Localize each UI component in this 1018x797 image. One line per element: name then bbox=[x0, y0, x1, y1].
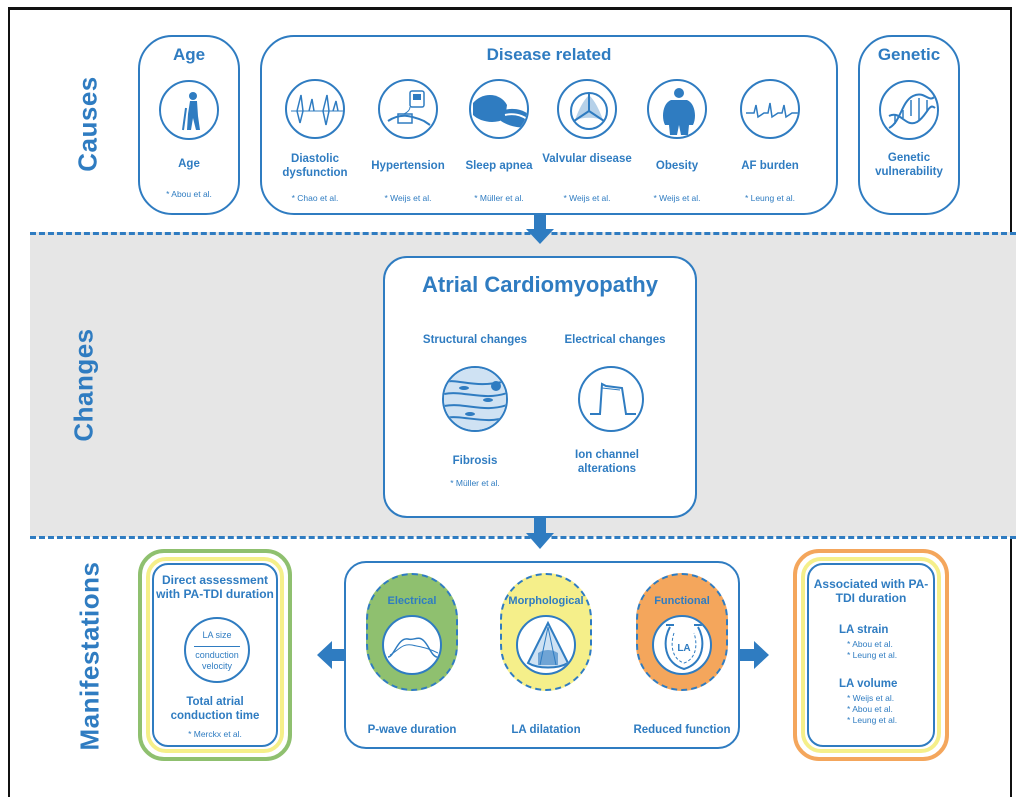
disease-label-2: Sleep apnea bbox=[465, 160, 533, 172]
la-dilatation-label: LA dilatation bbox=[511, 724, 581, 736]
row-label-changes: Changes bbox=[68, 328, 99, 442]
genetic-box: Genetic Genetic vulnerability bbox=[858, 35, 960, 215]
action-potential-icon bbox=[578, 366, 644, 432]
genetic-title: Genetic bbox=[877, 45, 941, 64]
dna-icon bbox=[879, 80, 939, 140]
disease-ref-2: * Müller et al. bbox=[474, 193, 524, 203]
disease-title: Disease related bbox=[486, 45, 612, 64]
fraction-top: LA size bbox=[202, 630, 232, 640]
morphological-oval: Morphological bbox=[500, 573, 592, 691]
age-box: Age Age * Abou et al. bbox=[138, 35, 240, 215]
fibrosis-icon bbox=[442, 366, 508, 432]
age-ref: * Abou et al. bbox=[166, 189, 212, 199]
associated-outer: Associated with PA-TDI duration LA strai… bbox=[793, 549, 949, 761]
left-arrow-icon bbox=[317, 641, 350, 669]
diastolic-echo-icon bbox=[285, 79, 345, 139]
down-arrow-icon bbox=[526, 215, 554, 244]
associated-title: Associated with PA-TDI duration bbox=[813, 577, 929, 605]
disease-label-1: Hypertension bbox=[371, 160, 445, 172]
direct-assessment-outer: Direct assessment with PA-TDI duration L… bbox=[138, 549, 292, 761]
la-function-icon: LA bbox=[652, 615, 712, 675]
fibrosis-ref: * Müller et al. bbox=[450, 478, 500, 488]
direct-ref: * Merckx et al. bbox=[188, 729, 242, 739]
disease-label-3: Valvular disease bbox=[542, 153, 632, 165]
disease-label-4: Obesity bbox=[655, 160, 699, 172]
down-arrow-icon bbox=[526, 518, 554, 549]
right-arrow-icon bbox=[740, 641, 769, 669]
reduced-function-label: Reduced function bbox=[633, 724, 731, 736]
age-title: Age bbox=[172, 45, 206, 64]
la-strain-ref-0: * Abou et al. bbox=[847, 639, 893, 649]
electrical-tag: Electrical bbox=[387, 595, 437, 607]
row-label-causes: Causes bbox=[72, 76, 103, 172]
disease-ref-5: * Leung et al. bbox=[744, 193, 796, 203]
la-dilatation-icon bbox=[516, 615, 576, 675]
fraction-bottom: conduction velocity bbox=[195, 650, 239, 671]
disease-ref-4: * Weijs et al. bbox=[653, 193, 701, 203]
la-volume-heading: LA volume bbox=[839, 678, 898, 690]
disease-label-0: Diastolic dysfunction bbox=[282, 153, 348, 179]
disease-box: Disease related Diastolic dysfunction Hy… bbox=[260, 35, 838, 215]
disease-ref-0: * Chao et al. bbox=[291, 193, 339, 203]
changes-title: Atrial Cardiomyopathy bbox=[422, 272, 658, 297]
svg-text:LA: LA bbox=[677, 643, 690, 654]
la-volume-ref-2: * Leung et al. bbox=[847, 715, 898, 725]
functional-tag: Functional bbox=[654, 595, 710, 607]
functional-oval: Functional LA bbox=[636, 573, 728, 691]
valve-icon bbox=[557, 79, 617, 139]
genetic-label: Genetic vulnerability bbox=[875, 152, 943, 178]
atrial-cardiomyopathy-box: Atrial Cardiomyopathy Structural changes… bbox=[383, 256, 697, 518]
elderly-person-icon bbox=[159, 80, 219, 140]
la-strain-heading: LA strain bbox=[839, 624, 889, 636]
blood-pressure-icon bbox=[378, 79, 438, 139]
manifestations-center-box: Electrical Morphological Functional LA P… bbox=[344, 561, 740, 749]
ecg-icon bbox=[740, 79, 800, 139]
la-volume-ref-0: * Weijs et al. bbox=[847, 693, 895, 703]
structural-heading: Structural changes bbox=[422, 334, 528, 346]
disease-label-5: AF burden bbox=[741, 160, 799, 172]
ion-channel-label: Ion channel alterations bbox=[575, 449, 639, 475]
electrical-oval: Electrical bbox=[366, 573, 458, 691]
p-wave-label: P-wave duration bbox=[367, 724, 457, 736]
age-label: Age bbox=[178, 158, 200, 170]
disease-ref-1: * Weijs et al. bbox=[384, 193, 432, 203]
morphological-tag: Morphological bbox=[508, 595, 584, 607]
fibrosis-label: Fibrosis bbox=[452, 455, 498, 467]
disease-ref-3: * Weijs et al. bbox=[563, 193, 611, 203]
electrical-heading: Electrical changes bbox=[564, 334, 666, 346]
obesity-icon bbox=[647, 79, 707, 139]
divider-top bbox=[30, 232, 1016, 235]
sleep-apnea-icon bbox=[469, 79, 529, 139]
la-volume-ref-1: * Abou et al. bbox=[847, 704, 893, 714]
row-label-manifestations: Manifestations bbox=[74, 561, 105, 751]
p-wave-icon bbox=[382, 615, 442, 675]
direct-label: Total atrial conduction time bbox=[170, 696, 260, 722]
conduction-fraction: LA size conduction velocity bbox=[184, 617, 250, 683]
direct-title: Direct assessment with PA-TDI duration bbox=[156, 573, 274, 601]
la-strain-ref-1: * Leung et al. bbox=[847, 650, 898, 660]
divider-bottom bbox=[30, 536, 1016, 539]
